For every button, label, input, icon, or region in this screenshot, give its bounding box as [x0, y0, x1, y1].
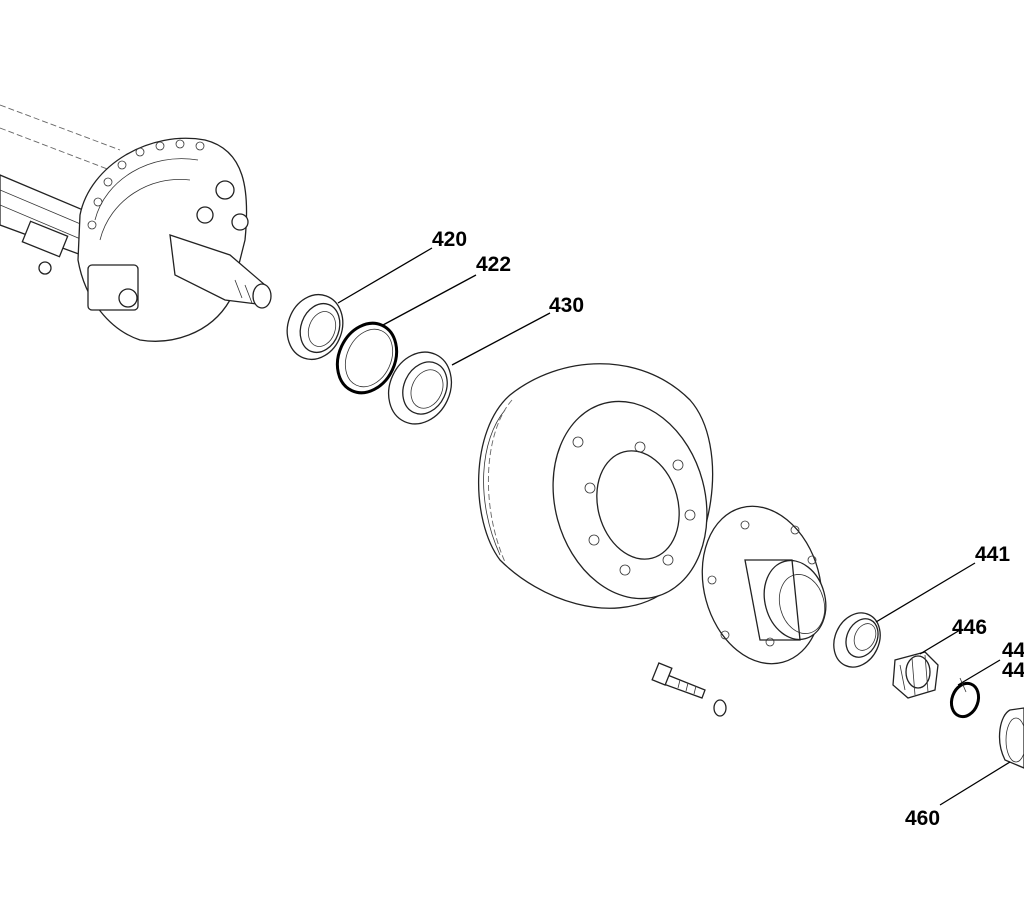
- callout-420: 420: [432, 228, 467, 251]
- callouts: 420 422 430 441 446 44 44 460: [432, 228, 1024, 830]
- callout-422: 422: [476, 253, 511, 276]
- callout-446: 446: [952, 616, 987, 639]
- hub-stud-holes: [707, 520, 817, 647]
- callout-44-lower: 44: [1002, 659, 1024, 682]
- callout-460: 460: [905, 807, 940, 830]
- callout-441: 441: [975, 543, 1010, 566]
- brake-drum: [478, 363, 714, 609]
- hub-cap-460: [998, 707, 1024, 769]
- bearing-441: [833, 612, 881, 668]
- drum-stud-holes: [572, 436, 696, 576]
- retaining-clip: [949, 677, 981, 719]
- bearing-430: [387, 351, 453, 425]
- shoe-rivets: [87, 139, 205, 230]
- axle-brake-assembly: [0, 104, 272, 342]
- callout-430: 430: [549, 294, 584, 317]
- wheel-stud: [651, 662, 727, 717]
- wheel-hub: [701, 505, 827, 665]
- leader-lines: [337, 247, 1011, 806]
- axle-nut-446: [892, 651, 939, 699]
- seal-420: [286, 293, 344, 361]
- ring-422: [335, 321, 399, 395]
- callout-44-upper: 44: [1002, 639, 1024, 662]
